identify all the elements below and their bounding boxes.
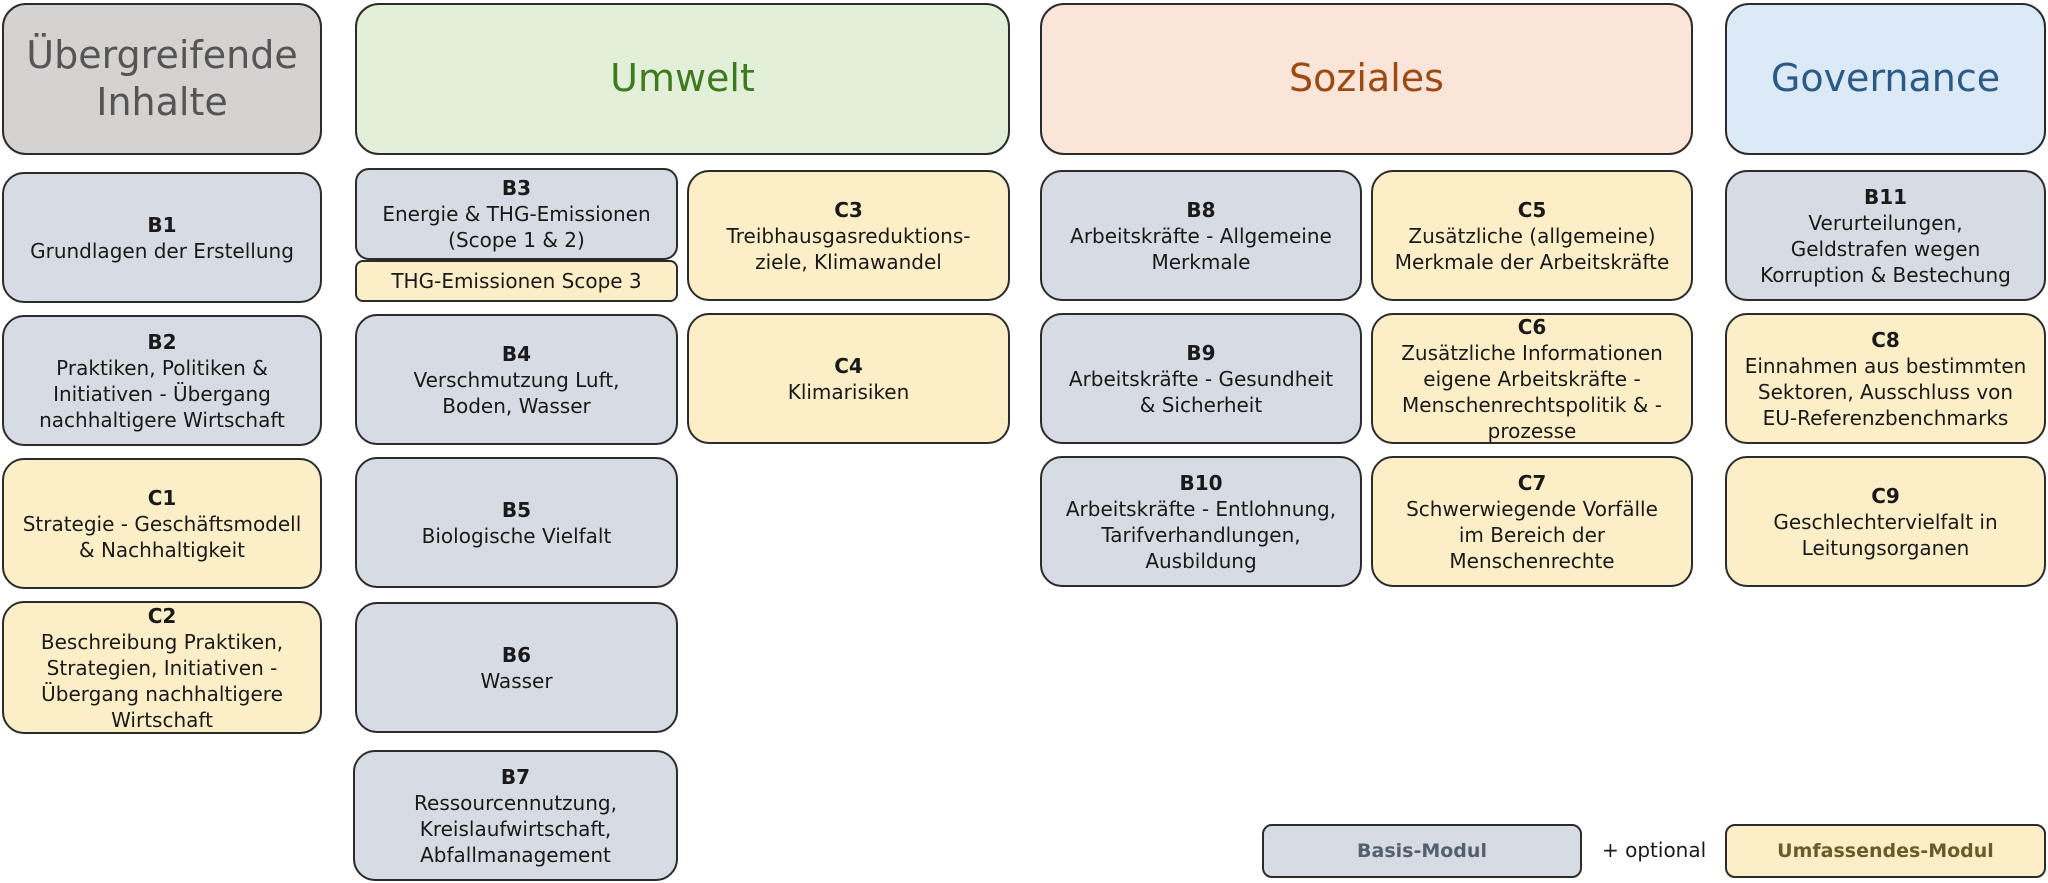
module-c2-text: Beschreibung Praktiken, Strategien, Init…	[40, 629, 284, 732]
header-governance-label: Governance	[1770, 56, 2001, 101]
module-b9-code: B9	[1186, 340, 1216, 365]
module-b5-code: B5	[501, 497, 532, 522]
module-c2-code: C2	[147, 603, 177, 628]
module-c9-text: Geschlechtervielfalt in Leitungsorganen	[1773, 509, 1998, 560]
module-c2: C2 Beschreibung Praktiken, Strategien, I…	[2, 601, 322, 734]
module-b6-text: Wasser	[480, 668, 553, 693]
module-b8-code: B8	[1186, 197, 1216, 222]
module-b7-code: B7	[500, 764, 531, 789]
module-b9: B9 Arbeitskräfte - Gesundheit & Sicherhe…	[1040, 313, 1362, 444]
module-b3-code: B3	[501, 176, 532, 200]
module-c5-code: C5	[1517, 197, 1547, 222]
legend-plus-optional: + optional	[1602, 838, 1706, 862]
module-b3-text: Energie & THG-Emissionen (Scope 1 & 2)	[382, 202, 651, 252]
module-c4: C4 Klimarisiken	[687, 313, 1010, 444]
module-b7: B7 Ressourcennutzung, Kreislaufwirtschaf…	[353, 750, 678, 881]
module-c1-text: Strategie - Geschäftsmodell & Nachhaltig…	[22, 511, 302, 562]
module-b2-code: B2	[147, 329, 177, 354]
module-c3-text: Treibhausgasreduktions- ziele, Klimawand…	[726, 223, 971, 274]
module-c7-code: C7	[1517, 470, 1547, 495]
module-b2: B2 Praktiken, Politiken & Initiativen - …	[2, 315, 322, 446]
legend-basis-modul: Basis-Modul	[1262, 824, 1582, 878]
module-c6: C6 Zusätzliche Informationen eigene Arbe…	[1371, 313, 1693, 444]
header-soziales-label: Soziales	[1289, 56, 1444, 101]
module-b2-text: Praktiken, Politiken & Initiativen - Übe…	[39, 355, 285, 432]
module-b6-code: B6	[501, 642, 532, 667]
module-b1-text: Grundlagen der Erstellung	[30, 238, 294, 263]
module-c5: C5 Zusätzliche (allgemeine) Merkmale der…	[1371, 170, 1693, 301]
module-b3: B3 Energie & THG-Emissionen (Scope 1 & 2…	[355, 168, 678, 260]
module-c7-text: Schwerwiegende Vorfälle im Bereich der M…	[1406, 496, 1658, 573]
header-governance: Governance	[1725, 3, 2046, 155]
module-b7-text: Ressourcennutzung, Kreislaufwirtschaft, …	[414, 790, 617, 867]
legend-umfassendes-modul: Umfassendes-Modul	[1725, 824, 2046, 878]
header-soziales: Soziales	[1040, 3, 1693, 155]
module-b11: B11 Verurteilungen, Geldstrafen wegen Ko…	[1725, 170, 2046, 301]
module-c6-code: C6	[1517, 314, 1547, 339]
header-uebergreifende-inhalte-label: Übergreifende Inhalte	[26, 32, 298, 125]
module-c1: C1 Strategie - Geschäftsmodell & Nachhal…	[2, 458, 322, 589]
legend-basis-modul-label: Basis-Modul	[1357, 840, 1487, 862]
module-c4-text: Klimarisiken	[787, 379, 910, 404]
header-uebergreifende-inhalte: Übergreifende Inhalte	[2, 3, 322, 155]
legend-plus-optional-label: + optional	[1602, 838, 1707, 862]
legend-umfassendes-modul-label: Umfassendes-Modul	[1777, 840, 1994, 862]
header-umwelt-label: Umwelt	[610, 56, 755, 101]
module-b10-text: Arbeitskräfte - Entlohnung, Tarifverhand…	[1065, 496, 1337, 573]
module-b11-code: B11	[1863, 184, 1908, 209]
module-c3: C3 Treibhausgasreduktions- ziele, Klimaw…	[687, 170, 1010, 301]
module-c5-text: Zusätzliche (allgemeine) Merkmale der Ar…	[1394, 223, 1670, 274]
module-b6: B6 Wasser	[355, 602, 678, 733]
module-c8: C8 Einnahmen aus bestimmten Sektoren, Au…	[1725, 313, 2046, 444]
module-c7: C7 Schwerwiegende Vorfälle im Bereich de…	[1371, 456, 1693, 587]
module-b8: B8 Arbeitskräfte - Allgemeine Merkmale	[1040, 170, 1362, 301]
module-b5-text: Biologische Vielfalt	[421, 523, 612, 548]
module-c4-code: C4	[834, 353, 863, 378]
module-c9: C9 Geschlechtervielfalt in Leitungsorgan…	[1725, 456, 2046, 587]
module-c1-code: C1	[147, 485, 177, 510]
module-b11-text: Verurteilungen, Geldstrafen wegen Korrup…	[1760, 210, 2011, 287]
module-c9-code: C9	[1871, 483, 1900, 508]
module-b4-text: Verschmutzung Luft, Boden, Wasser	[413, 367, 620, 418]
header-umwelt: Umwelt	[355, 3, 1010, 155]
module-b1: B1 Grundlagen der Erstellung	[2, 172, 322, 303]
module-c8-text: Einnahmen aus bestimmten Sektoren, Aussc…	[1744, 353, 2027, 430]
module-b1-code: B1	[147, 212, 177, 237]
module-b5: B5 Biologische Vielfalt	[355, 457, 678, 588]
module-c8-code: C8	[1871, 327, 1900, 352]
module-b8-text: Arbeitskräfte - Allgemeine Merkmale	[1070, 223, 1332, 274]
module-b4: B4 Verschmutzung Luft, Boden, Wasser	[355, 314, 678, 445]
module-b3-scope3-text: THG-Emissionen Scope 3	[391, 269, 642, 293]
module-b10: B10 Arbeitskräfte - Entlohnung, Tarifver…	[1040, 456, 1362, 587]
module-b9-text: Arbeitskräfte - Gesundheit & Sicherheit	[1068, 366, 1334, 417]
module-b3-scope3: THG-Emissionen Scope 3	[355, 260, 678, 302]
module-c3-code: C3	[834, 197, 863, 222]
module-b4-code: B4	[501, 341, 532, 366]
module-b10-code: B10	[1179, 470, 1223, 495]
module-c6-text: Zusätzliche Informationen eigene Arbeits…	[1401, 340, 1663, 443]
